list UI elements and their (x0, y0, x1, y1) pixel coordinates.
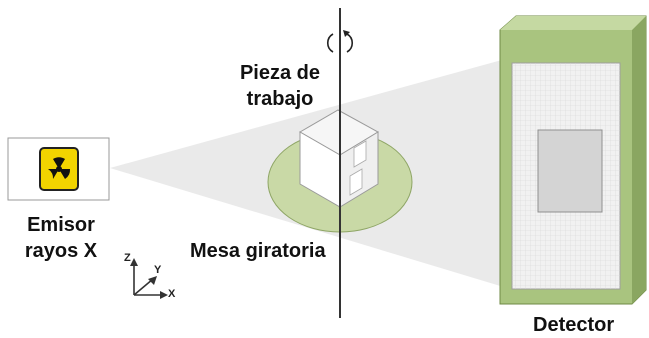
axis-y-label: Y (154, 264, 162, 276)
radiation-hazard-icon (39, 147, 79, 191)
detector-center-area (537, 129, 603, 213)
axis-x-label: X (168, 288, 176, 300)
emitter-label-line2: rayos X (24, 240, 98, 262)
rotation-arrow-icon (326, 30, 354, 53)
detector-label: Detector (533, 314, 615, 336)
workpiece-label-line2: trabajo (246, 88, 314, 110)
workpiece-label-line1: Pieza de (239, 62, 321, 84)
turntable-label: Mesa giratoria (190, 240, 326, 262)
axes-indicator (130, 258, 168, 299)
emitter-label: Emisor rayos X (16, 212, 106, 264)
axis-z-label: Z (124, 252, 131, 264)
emitter-label-line1: Emisor (27, 214, 95, 236)
detector (499, 15, 647, 305)
workpiece-label: Pieza de trabajo (232, 60, 328, 112)
